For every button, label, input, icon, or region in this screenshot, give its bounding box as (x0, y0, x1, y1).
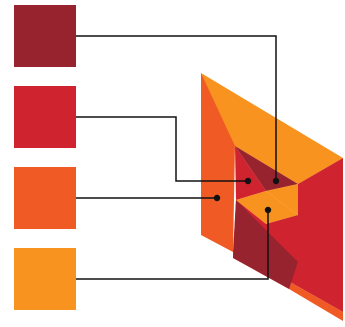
inner-upper-red-panel (235, 146, 266, 200)
connector-red (76, 116, 248, 182)
inner-lower-dark-panel (233, 200, 298, 289)
connector-orange (76, 210, 269, 280)
connectors (76, 35, 277, 280)
inner-upper-orange-panel (266, 184, 298, 215)
folded-shape (201, 73, 343, 321)
connector-dark-red (76, 35, 277, 181)
inner-dark-panel (235, 146, 298, 191)
shape-left-face (201, 73, 235, 252)
connector-dots (213, 177, 280, 214)
swatch-orange-red (14, 167, 76, 229)
dot-red (244, 177, 252, 185)
shape-right-face (290, 158, 343, 312)
shape-top-face (201, 73, 343, 184)
dot-dark-red (272, 177, 280, 185)
dot-orange-red (213, 194, 221, 202)
swatch-dark-red (14, 5, 76, 67)
swatch-red (14, 86, 76, 148)
swatch-orange (14, 248, 76, 310)
dot-orange (264, 206, 272, 214)
